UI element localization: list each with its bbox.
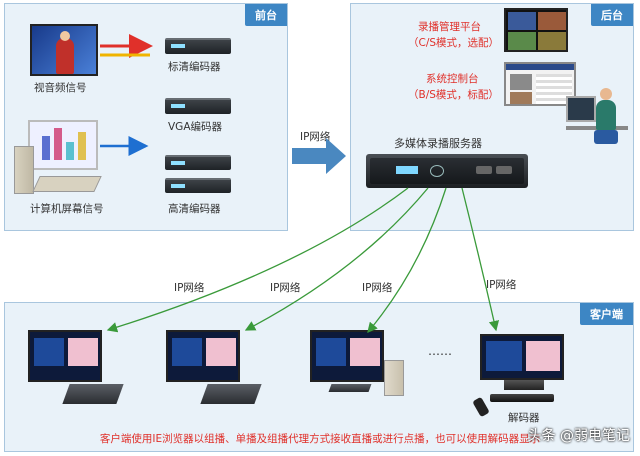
server-label: 多媒体录播服务器 bbox=[394, 137, 482, 150]
laptop-slide bbox=[206, 338, 236, 366]
recording-server-device bbox=[366, 154, 528, 188]
decoder-label: 解码器 bbox=[508, 412, 540, 424]
server-to-client-arrow-3 bbox=[367, 187, 447, 333]
pc-signal-label: 计算机屏幕信号 bbox=[30, 203, 104, 215]
tv-video bbox=[486, 341, 522, 371]
server-display bbox=[396, 166, 418, 174]
presenter-figure bbox=[56, 38, 74, 74]
operator-head bbox=[600, 88, 612, 100]
front-tag: 前台 bbox=[245, 4, 287, 26]
server-button bbox=[476, 166, 492, 174]
laptop-slide bbox=[350, 338, 380, 366]
recording-platform-screen bbox=[504, 8, 568, 52]
ip-network-big-arrow bbox=[292, 138, 346, 174]
av-signal-label: 视音频信号 bbox=[34, 82, 87, 94]
ip-network-label-4: IP网络 bbox=[486, 279, 517, 291]
vga-encoder-device bbox=[165, 98, 231, 114]
client-footer-note: 客户端使用IE浏览器以组播、单播及组播代理方式接收直播或进行点播，也可以使用解码… bbox=[99, 433, 541, 445]
console-header bbox=[506, 64, 574, 70]
server-to-client-arrow-2 bbox=[244, 187, 429, 331]
presenter-head bbox=[60, 31, 70, 41]
back-tag: 后台 bbox=[591, 4, 633, 26]
client-laptop-screen-1 bbox=[28, 330, 102, 382]
recording-platform-label: 录播管理平台 bbox=[418, 21, 481, 33]
ip-network-label-2: IP网络 bbox=[270, 282, 301, 294]
av-signal-screen bbox=[30, 24, 98, 76]
client-tag: 客户端 bbox=[580, 303, 633, 325]
laptop-slide bbox=[68, 338, 98, 366]
hd-encoder-device bbox=[165, 178, 231, 193]
vga-encoder-label: VGA编码器 bbox=[168, 121, 223, 133]
chart-bar bbox=[54, 128, 62, 160]
video-tile bbox=[538, 32, 566, 50]
video-tile bbox=[508, 12, 536, 30]
tv-slide bbox=[526, 341, 560, 371]
video-tile bbox=[538, 12, 566, 30]
client-pc-tower bbox=[384, 360, 404, 396]
laptop-video bbox=[34, 338, 64, 366]
server-to-client-arrow-1 bbox=[106, 187, 409, 333]
operator-body bbox=[596, 100, 616, 130]
watermark: 头条 @弱电笔记 bbox=[527, 428, 630, 444]
sd-encoder-label: 标清编码器 bbox=[168, 61, 221, 73]
chart-bar bbox=[42, 136, 50, 160]
decoder-device bbox=[490, 394, 554, 402]
server-button bbox=[496, 166, 512, 174]
chart-bar bbox=[66, 142, 74, 160]
ip-network-main-label: IP网络 bbox=[300, 131, 331, 143]
video-tile bbox=[508, 32, 536, 50]
control-console-screen bbox=[504, 62, 576, 106]
hd-encoder-label: 高清编码器 bbox=[168, 203, 221, 215]
laptop-video bbox=[172, 338, 202, 366]
server-to-client-arrow-4 bbox=[461, 187, 500, 332]
operator-monitor bbox=[566, 96, 596, 122]
hd-encoder-device bbox=[165, 155, 231, 170]
pc-monitor-screen bbox=[28, 120, 98, 170]
client-tv-screen bbox=[480, 334, 564, 380]
laptop-video bbox=[316, 338, 346, 366]
control-console-mode: （B/S模式，标配） bbox=[408, 89, 499, 101]
control-console-label: 系统控制台 bbox=[426, 73, 479, 85]
chart-bar bbox=[78, 132, 86, 160]
sd-encoder-device bbox=[165, 38, 231, 54]
operator-chair bbox=[594, 130, 618, 144]
recording-platform-mode: （C/S模式，选配） bbox=[408, 37, 500, 49]
ip-network-label-3: IP网络 bbox=[362, 282, 393, 294]
server-logo bbox=[430, 165, 444, 177]
client-laptop-screen-2 bbox=[166, 330, 240, 382]
client-tv-stand bbox=[504, 380, 544, 390]
ip-network-label-1: IP网络 bbox=[174, 282, 205, 294]
client-laptop-screen-3 bbox=[310, 330, 384, 382]
console-thumb bbox=[510, 92, 532, 104]
more-clients-dots: …… bbox=[428, 344, 452, 358]
console-thumb bbox=[510, 74, 532, 90]
pc-tower bbox=[14, 146, 34, 194]
